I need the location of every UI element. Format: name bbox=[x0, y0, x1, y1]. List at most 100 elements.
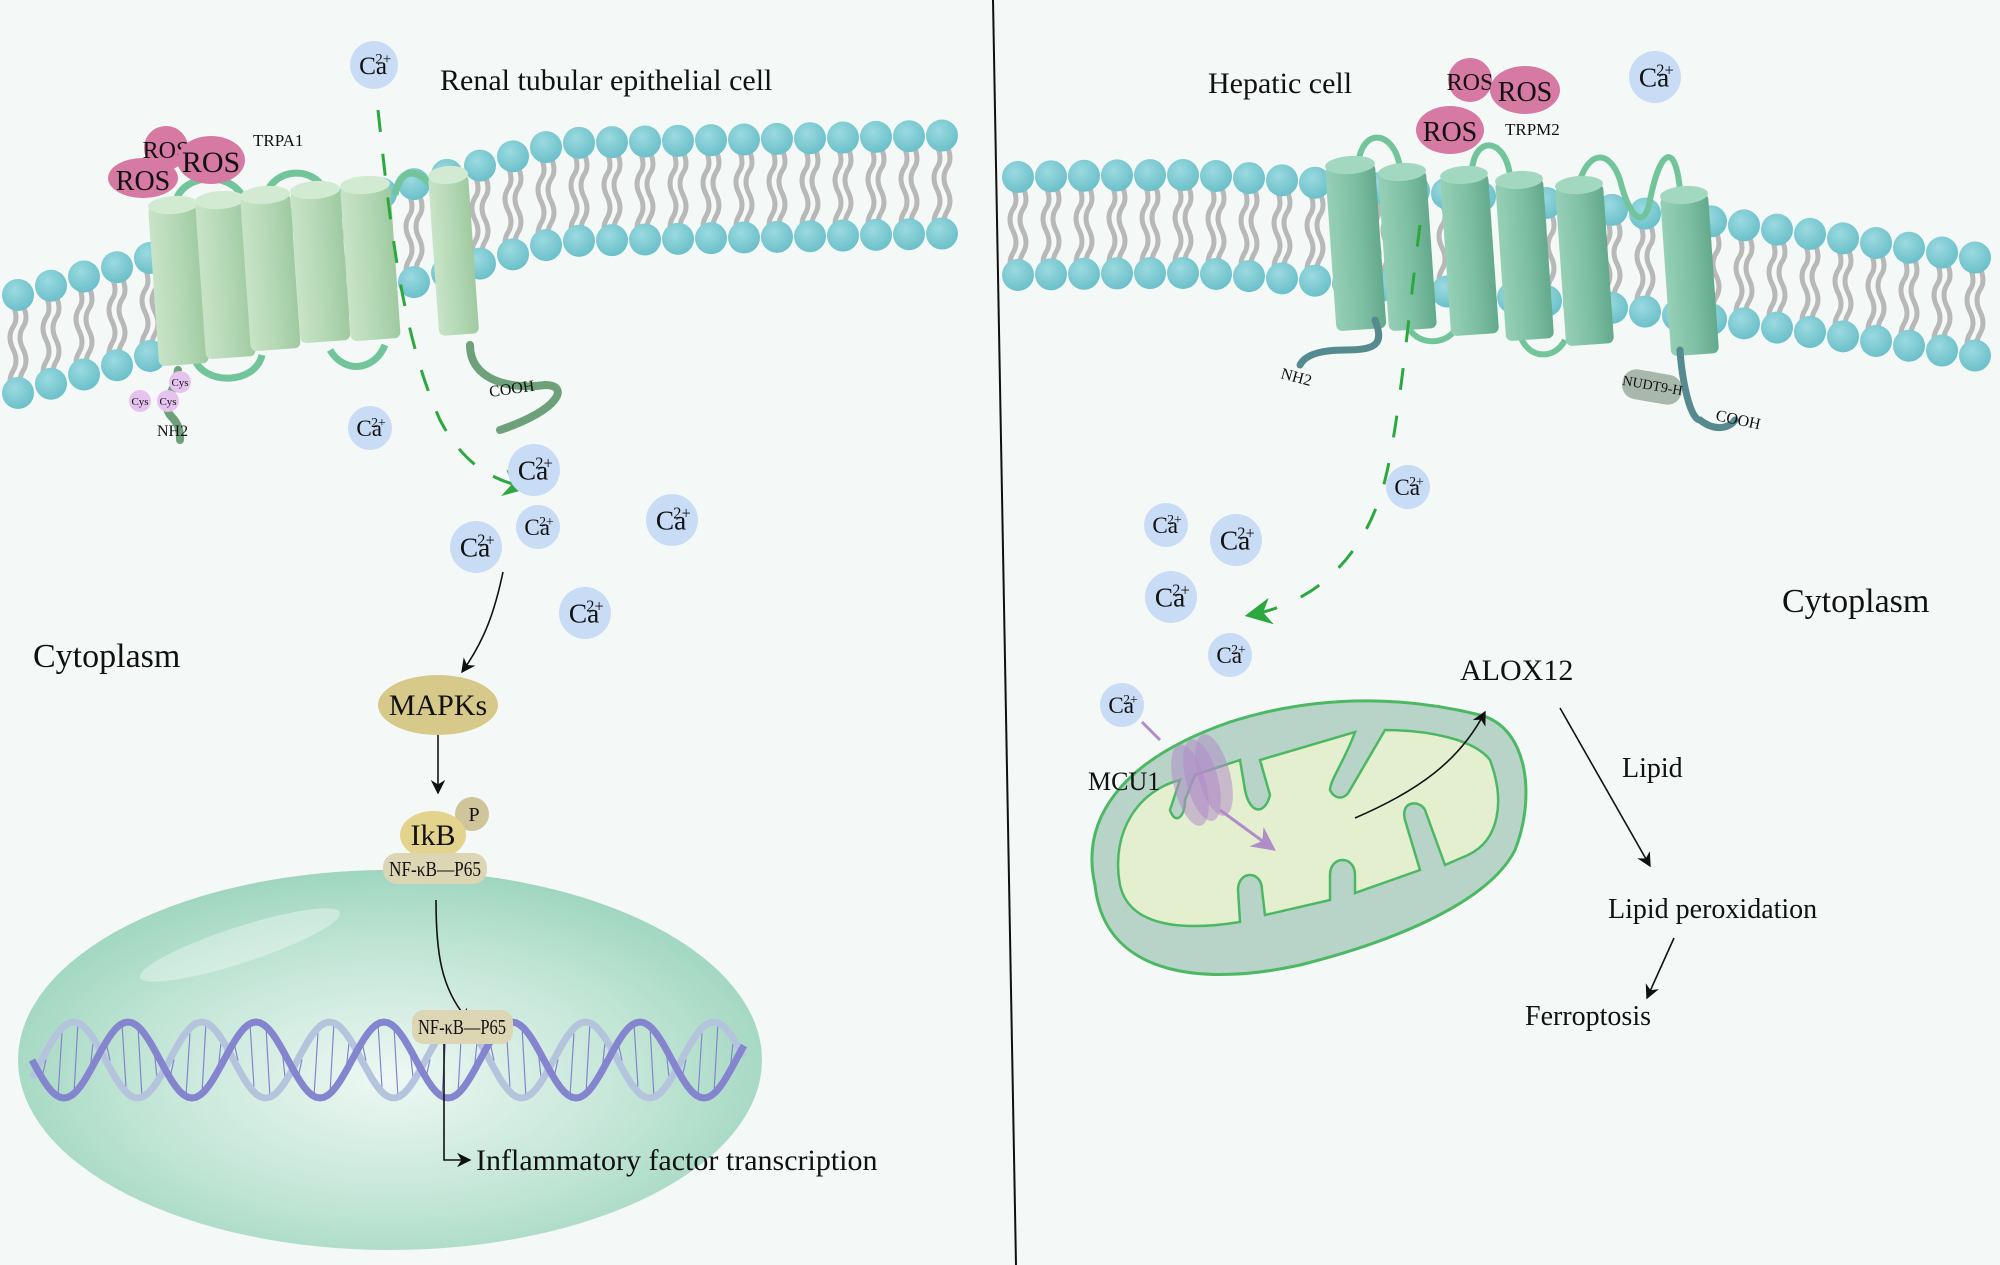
lipid-head bbox=[1761, 311, 1793, 344]
lipid-head bbox=[1728, 307, 1760, 340]
arrow-ca-to-alox12 bbox=[1354, 710, 1486, 819]
svg-text:Ca: Ca bbox=[359, 53, 387, 80]
arrow-ca-to-mapks bbox=[461, 571, 504, 674]
lipid-head bbox=[596, 224, 628, 257]
svg-text:Ca: Ca bbox=[1220, 526, 1250, 556]
panel-divider bbox=[992, 0, 1017, 1265]
lipid-tail bbox=[766, 147, 788, 238]
lipid-tail bbox=[634, 150, 656, 241]
svg-text:IkB: IkB bbox=[411, 819, 456, 852]
lipid-head bbox=[662, 222, 694, 255]
trpm2-c-tail bbox=[1676, 346, 1739, 431]
lipid-head bbox=[563, 224, 595, 257]
lipid-head bbox=[2, 278, 34, 311]
transmembrane-helix bbox=[148, 195, 209, 366]
lipid-tail bbox=[1634, 222, 1656, 313]
trpa1-loop bbox=[327, 343, 389, 370]
svg-text:2+: 2+ bbox=[1172, 581, 1189, 600]
svg-text:Ca: Ca bbox=[1155, 583, 1185, 613]
svg-text:MAPKs: MAPKs bbox=[389, 689, 487, 722]
lipid-tail bbox=[1172, 184, 1194, 275]
lipid-head bbox=[1167, 159, 1199, 192]
lipid-head bbox=[1233, 162, 1265, 195]
nfkb-p65-nucleus: NF-κB—P65 bbox=[412, 1010, 513, 1044]
calcium-ion: Ca2+ bbox=[1629, 51, 1681, 103]
lipid-tail bbox=[1106, 184, 1128, 275]
lipid-tail bbox=[601, 151, 623, 242]
lipid-tail bbox=[799, 147, 821, 238]
lipid-tail bbox=[667, 149, 689, 240]
lipid-tail bbox=[403, 193, 425, 284]
lipid-head bbox=[827, 219, 859, 252]
svg-text:NF-κB—P65: NF-κB—P65 bbox=[418, 1015, 506, 1039]
svg-text:2+: 2+ bbox=[1167, 512, 1182, 527]
lipid-head bbox=[1629, 295, 1661, 328]
lipid-head bbox=[1761, 213, 1793, 246]
svg-text:Ca: Ca bbox=[1108, 692, 1134, 718]
trpm2-loop bbox=[1469, 142, 1513, 176]
calcium-influx-arrow-left bbox=[376, 109, 531, 496]
lipid-head bbox=[1002, 258, 1034, 291]
svg-text:ROS: ROS bbox=[1447, 70, 1494, 96]
lipid-head bbox=[1266, 164, 1298, 197]
trpm2-loop bbox=[1355, 134, 1403, 169]
lipid-head bbox=[68, 358, 100, 391]
lipid-head bbox=[860, 120, 892, 153]
lipid-tail bbox=[1139, 184, 1161, 275]
transmembrane-helix bbox=[195, 190, 256, 359]
base-pair bbox=[521, 1026, 527, 1099]
svg-text:Ca: Ca bbox=[518, 456, 548, 486]
cys-residue: Cys bbox=[129, 390, 151, 412]
calcium-ion: Ca2+ bbox=[516, 505, 560, 549]
lipid-head bbox=[1035, 160, 1067, 193]
dna-strand bbox=[28, 1018, 748, 1102]
lipid-head bbox=[1827, 320, 1859, 353]
lipid-head bbox=[497, 238, 529, 271]
lipid-head bbox=[827, 121, 859, 154]
svg-text:ROS: ROS bbox=[1423, 117, 1477, 148]
lipid-head bbox=[1794, 217, 1826, 250]
calcium-ion: Ca2+ bbox=[1208, 633, 1252, 677]
lipid-head bbox=[662, 124, 694, 157]
lipid-head bbox=[1134, 159, 1166, 192]
lipid-head bbox=[1893, 329, 1925, 362]
lipid-head bbox=[1266, 262, 1298, 295]
lipid-head bbox=[1101, 257, 1133, 290]
lipid-head bbox=[1860, 226, 1892, 259]
lipid-tail bbox=[1865, 251, 1887, 343]
calcium-ion: Ca2+ bbox=[348, 406, 392, 450]
lipid-head bbox=[1893, 231, 1925, 264]
trpa1-loop bbox=[391, 169, 433, 196]
svg-text:ROS: ROS bbox=[1498, 77, 1552, 108]
base-pair bbox=[569, 1032, 575, 1097]
cytoplasm-label-left: Cytoplasm bbox=[33, 638, 180, 675]
svg-text:2+: 2+ bbox=[539, 514, 554, 529]
svg-text:2+: 2+ bbox=[375, 52, 391, 68]
lipid-head bbox=[1167, 257, 1199, 290]
svg-text:2+: 2+ bbox=[1409, 474, 1424, 489]
calcium-ion: Ca2+ bbox=[450, 521, 502, 573]
n-terminus-label: NH2 bbox=[1279, 365, 1313, 389]
lipid-head bbox=[101, 349, 133, 382]
transmembrane-helix bbox=[340, 175, 401, 341]
lipid-head bbox=[1068, 159, 1100, 192]
svg-text:Ca: Ca bbox=[1216, 642, 1242, 668]
lipid-tail bbox=[898, 145, 920, 236]
ferroptosis-label: Ferroptosis bbox=[1525, 1001, 1651, 1032]
lipid-tail bbox=[865, 145, 887, 236]
lipid-tail bbox=[1007, 186, 1029, 277]
nudt9-h-domain: NUDT9-H bbox=[1621, 369, 1684, 405]
lipid-head bbox=[893, 120, 925, 153]
lipid-head bbox=[1035, 258, 1067, 291]
trpm2-channel: NUDT9-H NH2 COOH bbox=[1279, 134, 1762, 433]
lipid-head bbox=[1134, 257, 1166, 290]
base-pair bbox=[201, 1021, 207, 1094]
trpm2-loop bbox=[1517, 333, 1568, 358]
svg-text:Ca: Ca bbox=[524, 514, 550, 540]
lipid-head bbox=[530, 229, 562, 262]
base-pair bbox=[249, 1023, 255, 1088]
base-pair bbox=[585, 1021, 591, 1094]
calcium-influx-arrow-right bbox=[1244, 224, 1422, 625]
lipid-head bbox=[1200, 159, 1232, 192]
base-pair bbox=[121, 1023, 127, 1088]
